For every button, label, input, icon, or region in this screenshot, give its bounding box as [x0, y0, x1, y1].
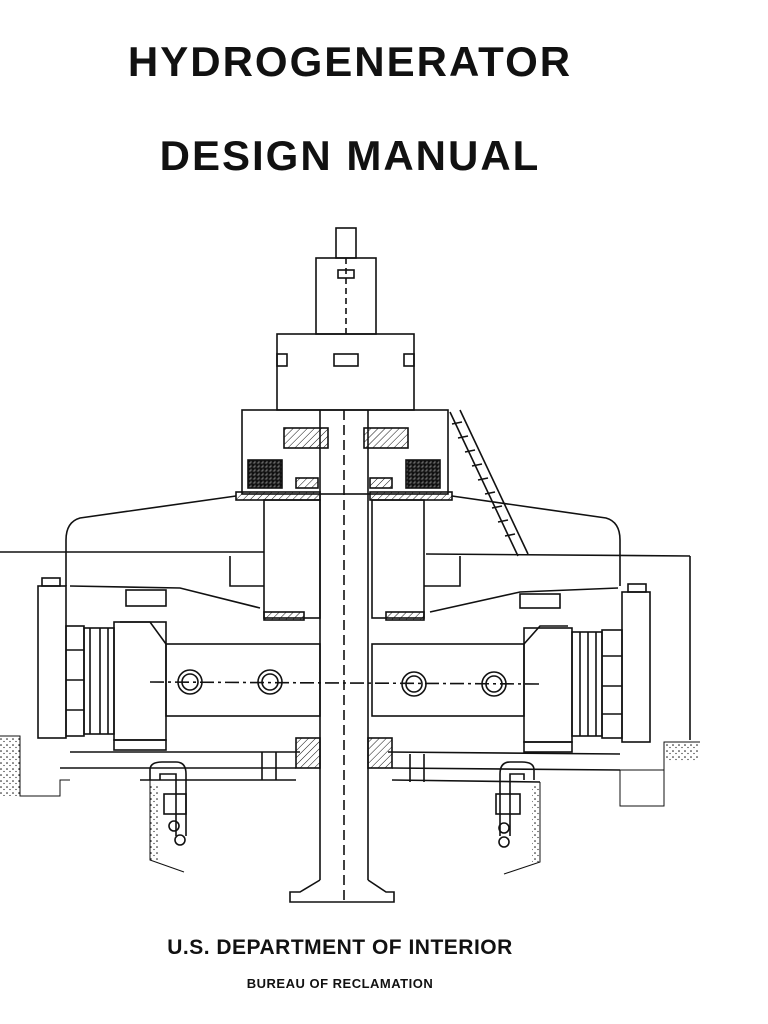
generator-housing — [0, 495, 691, 740]
department-name: U.S. DEPARTMENT OF INTERIOR — [167, 936, 513, 959]
rotor-spider — [120, 621, 568, 717]
stator-core-left — [83, 621, 167, 751]
lower-bracket — [60, 737, 621, 783]
brake-piping-left — [149, 761, 187, 846]
air-cooler-right — [601, 583, 651, 743]
manual-title-line-2: DESIGN MANUAL — [159, 132, 541, 179]
exciter-housing — [276, 227, 415, 411]
bureau-name: BUREAU OF RECLAMATION — [246, 976, 434, 991]
manual-title-line-1: HYDROGENERATOR — [127, 38, 573, 85]
thrust-bearing-housing — [235, 409, 453, 501]
brake-piping-right — [495, 761, 535, 848]
access-ladder — [449, 409, 529, 557]
air-cooler-left — [37, 577, 85, 739]
hydrogenerator-cross-section-drawing — [0, 227, 700, 903]
air-guides — [69, 585, 619, 613]
stator-core-right — [523, 627, 603, 753]
concrete-foundation — [0, 735, 700, 875]
